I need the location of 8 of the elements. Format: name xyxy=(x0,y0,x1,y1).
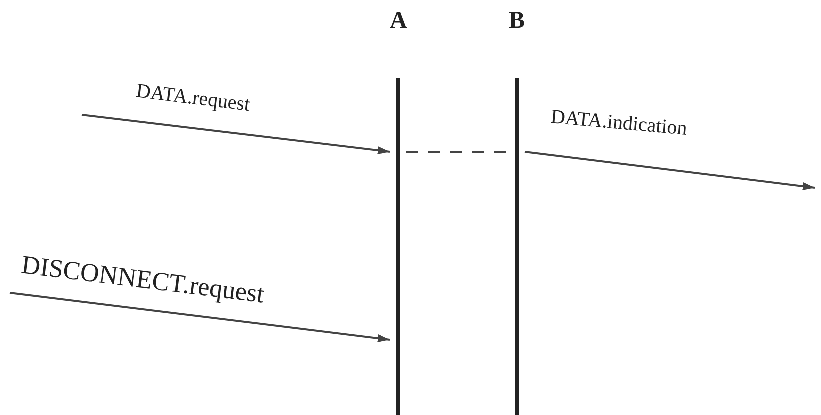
lifeline-label: A xyxy=(390,8,406,35)
dashed-line xyxy=(406,151,509,153)
arrow xyxy=(82,114,390,155)
arrow xyxy=(10,292,390,342)
arrow xyxy=(524,151,816,190)
edge-label: DATA.indication xyxy=(550,106,688,141)
edge-label: DATA.request xyxy=(135,80,252,117)
lifeline-label: B xyxy=(509,8,525,35)
